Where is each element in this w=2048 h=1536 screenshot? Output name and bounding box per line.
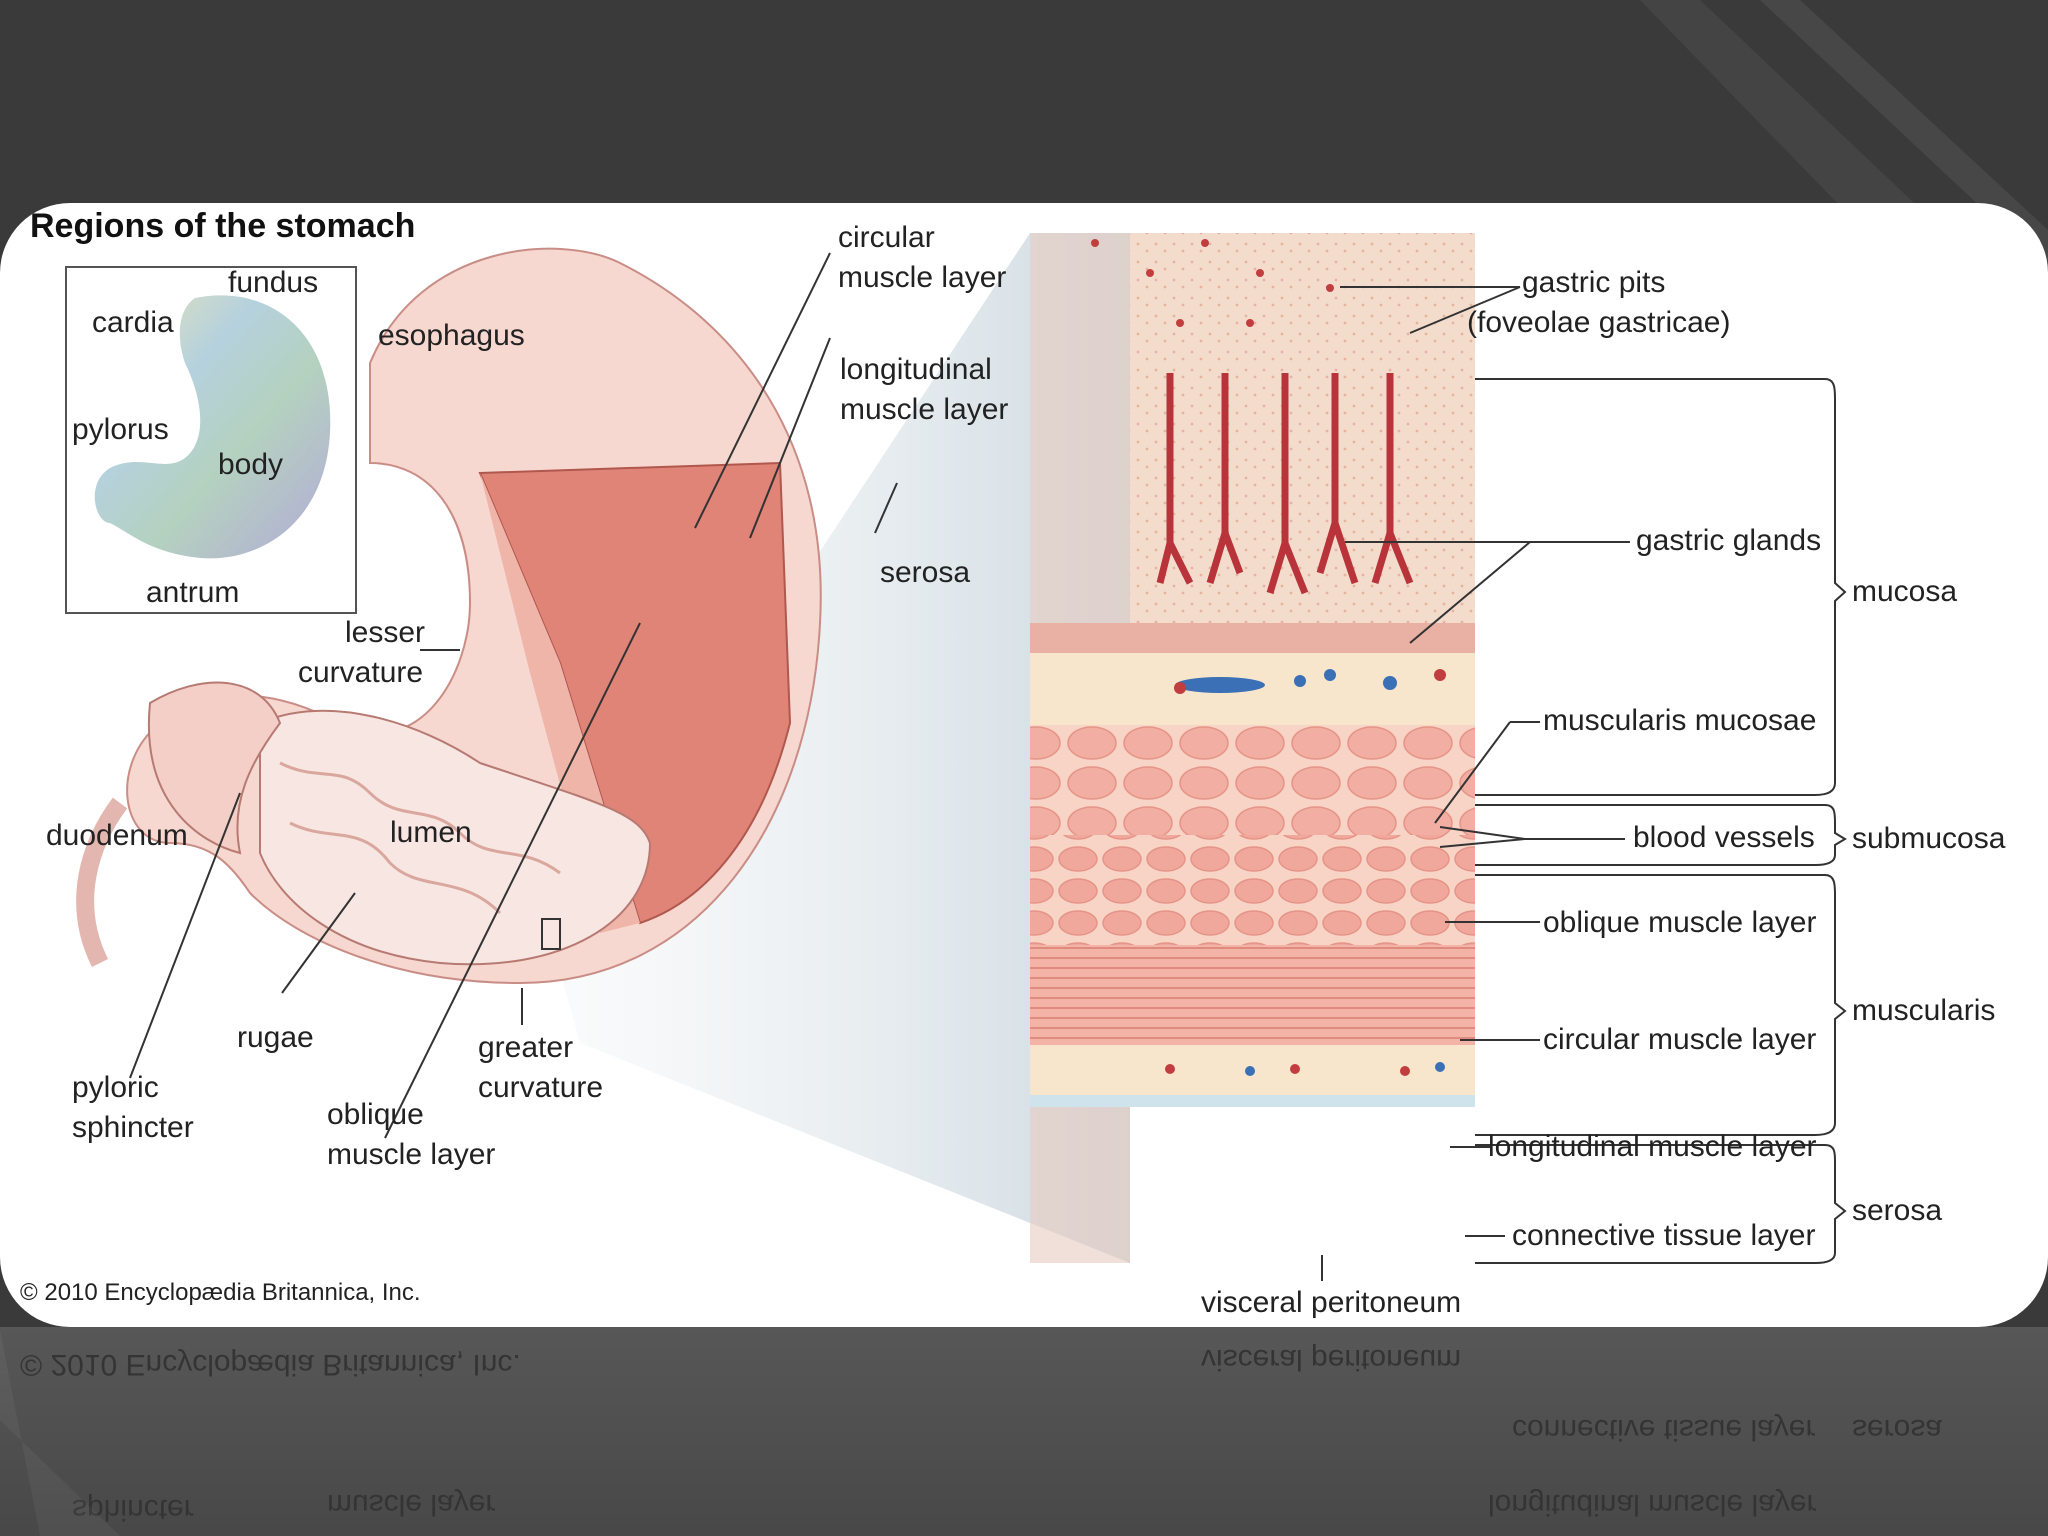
label-oblique-line1: oblique [327,1098,424,1131]
duodenum-shape [147,681,282,855]
zoom-cone [555,233,1130,1263]
label-esophagus: esophagus [378,319,525,352]
regions-inset [65,266,357,614]
lumen-cavity [259,709,652,966]
reflected-oblique: muscle layer [327,1488,496,1521]
label-longitudinal-line1: longitudinal [840,353,992,386]
serosa-vessels [1165,1062,1445,1076]
label-longitudinal-line2: muscle layer [840,393,1009,426]
reflected-serosa: serosa [1852,1413,1943,1446]
reflected-visceral-peritoneum: visceral peritoneum [1201,1343,1462,1376]
label-blood-vessels: blood vessels [1633,821,1815,854]
group-label-mucosa: mucosa [1852,575,1958,608]
blood-vessel-marks [1174,669,1446,694]
muscularis-mucosae-band [1030,623,1475,653]
label-gastric-pits-line2: (foveolae gastricae) [1467,306,1731,339]
label-greater-line2: curvature [478,1071,604,1104]
label-circular-line2: muscle layer [838,261,1007,294]
gastric-pit-openings [1091,239,1334,327]
leader-lines [129,252,1630,1281]
label-circular-muscle-layer: circular muscle layer [1543,1023,1817,1056]
label-gastric-pits-line1: gastric pits [1522,266,1666,299]
rugae-folds [279,761,561,915]
inset-label-fundus: fundus [228,266,319,299]
diagram-panel: Regions of the stomach © 2010 Encyclopæd… [0,203,2048,1327]
diagram-title: Regions of the stomach [30,207,416,245]
group-label-muscularis: muscularis [1852,994,1996,1027]
label-rugae: rugae [237,1021,314,1054]
label-gastric-glands: gastric glands [1636,524,1822,557]
inset-label-body: body [218,448,284,481]
label-greater-line1: greater [478,1031,574,1064]
reflected-copyright: © 2010 Encyclopædia Britannica, Inc. [20,1348,521,1381]
group-label-submucosa: submucosa [1852,822,2006,855]
label-lesser-line2: curvature [298,656,424,689]
label-connective-tissue-layer: connective tissue layer [1512,1219,1816,1252]
label-lumen: lumen [390,816,472,849]
inset-label-pylorus: pylorus [72,413,169,446]
panel-reflection: © 2010 Encyclopædia Britannica, Inc. vis… [0,1327,2048,1536]
label-visceral-peritoneum: visceral peritoneum [1201,1286,1462,1319]
label-duodenum: duodenum [46,819,188,852]
inset-stomach [94,295,331,559]
label-pyloric-line1: pyloric [72,1071,159,1104]
layer-brackets [1475,378,1847,1264]
zoom-box [541,918,561,950]
longitudinal-muscle-block [1030,945,1475,1045]
label-oblique-muscle-layer: oblique muscle layer [1543,906,1817,939]
reflected-longitudinal: longitudinal muscle layer [1488,1488,1817,1521]
wall-cross-section [1030,233,1475,1263]
label-muscularis-mucosae: muscularis mucosae [1543,704,1817,737]
inset-label-antrum: antrum [146,576,240,609]
oblique-muscle-block [1030,725,1475,835]
reflected-connective-tissue: connective tissue layer [1512,1413,1816,1446]
label-serosa-stomach: serosa [880,556,971,589]
stomach-illustration [65,233,1847,1281]
duodenum-tube [76,797,128,968]
visceral-peritoneum-band [1030,1095,1475,1107]
muscle-layer-cutaway [478,461,792,925]
label-longitudinal-muscle-layer: longitudinal muscle layer [1488,1130,1817,1163]
reflected-sphincter: sphincter [72,1493,194,1526]
label-pyloric-line2: sphincter [72,1111,194,1144]
label-circular-line1: circular [838,221,935,254]
stomach-drawing [76,247,822,985]
label-oblique-line2: muscle layer [327,1138,496,1171]
copyright-notice: © 2010 Encyclopædia Britannica, Inc. [20,1279,421,1306]
label-lesser-line1: lesser [345,616,426,649]
inset-label-cardia: cardia [92,306,174,339]
group-label-serosa: serosa [1852,1194,1943,1227]
circular-muscle-block [1030,835,1475,945]
